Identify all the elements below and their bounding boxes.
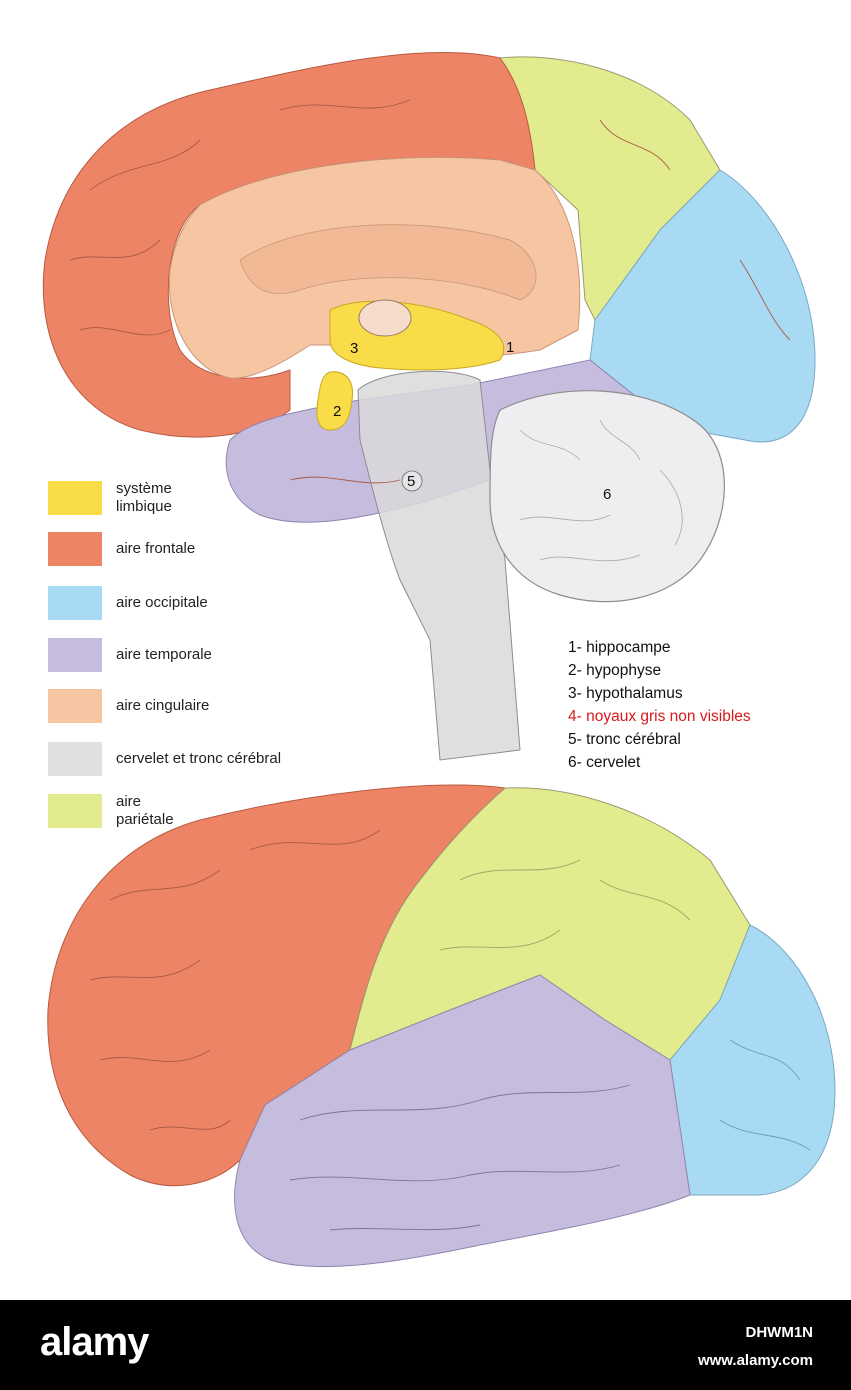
key-item-hippocampus: 1- hippocampe bbox=[568, 639, 671, 656]
legend-swatch-occipital bbox=[48, 586, 102, 620]
sagittal-pituitary bbox=[316, 371, 354, 431]
sagittal-cerebellum bbox=[489, 390, 725, 603]
numbered-key: 1- hippocampe 2- hypophyse 3- hypothalam… bbox=[568, 636, 751, 774]
alamy-logo: alamy bbox=[40, 1320, 149, 1364]
legend-label-cingulate: aire cingulaire bbox=[116, 697, 210, 714]
legend-swatch-temporal bbox=[48, 638, 102, 672]
legend-item-cerebellum-brainstem: cervelet et tronc cérébral bbox=[48, 742, 281, 776]
lateral-gyri-lines bbox=[89, 829, 381, 1131]
marker-6: 6 bbox=[603, 486, 611, 503]
key-item-cerebellum: 6- cervelet bbox=[568, 754, 641, 771]
sagittal-cerebellum-folia bbox=[519, 419, 683, 562]
legend-label-parietal: aire pariétale bbox=[116, 793, 174, 828]
legend-label-cerebellum-brainstem: cervelet et tronc cérébral bbox=[116, 750, 282, 767]
sagittal-corpus-region bbox=[239, 224, 537, 301]
legend-swatch-frontal bbox=[48, 532, 102, 566]
stock-footer-bar: alamy DHWM1N www.alamy.com bbox=[0, 1300, 851, 1390]
legend-swatch-limbic bbox=[48, 481, 102, 515]
lateral-parietal-area bbox=[349, 787, 751, 1061]
marker-1: 1 bbox=[506, 339, 514, 356]
sagittal-thalamus bbox=[358, 299, 412, 337]
image-id: DHWM1N bbox=[745, 1324, 814, 1341]
key-item-brainstem: 5- tronc cérébral bbox=[568, 731, 681, 748]
marker-3: 3 bbox=[350, 340, 358, 357]
legend-item-occipital: aire occipitale bbox=[48, 586, 208, 620]
brain-diagram: 1 2 3 5 6 bbox=[42, 51, 836, 1268]
legend-swatch-cingulate bbox=[48, 689, 102, 723]
legend-swatch-cerebellum-brainstem bbox=[48, 742, 102, 776]
marker-5: 5 bbox=[407, 473, 415, 490]
legend-swatch-parietal bbox=[48, 794, 102, 828]
legend-label-occipital: aire occipitale bbox=[116, 594, 208, 611]
key-item-grey-nuclei: 4- noyaux gris non visibles bbox=[568, 708, 751, 725]
site-url: www.alamy.com bbox=[697, 1352, 813, 1369]
legend-label-temporal: aire temporale bbox=[116, 646, 212, 663]
legend-item-limbic: système limbique bbox=[48, 480, 201, 516]
lateral-parietal-gyri bbox=[439, 859, 691, 951]
lateral-brain-view bbox=[47, 784, 836, 1268]
legend-label-frontal: aire frontale bbox=[116, 540, 196, 557]
sagittal-brain-view: 1 2 3 5 6 bbox=[42, 51, 816, 761]
legend-item-temporal: aire temporale bbox=[48, 638, 212, 672]
marker-5-circle bbox=[401, 470, 423, 492]
marker-2: 2 bbox=[333, 403, 341, 420]
legend-label-limbic: système limbique bbox=[116, 480, 172, 515]
legend-item-cingulate: aire cingulaire bbox=[48, 689, 209, 723]
lateral-occipital-area bbox=[669, 924, 836, 1196]
lateral-temporal-area bbox=[234, 974, 691, 1268]
sagittal-brainstem bbox=[357, 370, 521, 761]
sagittal-gyri-lines bbox=[69, 99, 791, 484]
lateral-occipital-gyri bbox=[719, 1039, 811, 1151]
lateral-temporal-gyri bbox=[289, 1084, 631, 1231]
legend-item-frontal: aire frontale bbox=[48, 532, 195, 566]
key-item-hypothalamus: 3- hypothalamus bbox=[568, 685, 683, 702]
legend-item-parietal: aire pariétale bbox=[48, 793, 201, 829]
key-item-pituitary: 2- hypophyse bbox=[568, 662, 662, 679]
sagittal-occipital-area bbox=[589, 169, 816, 443]
